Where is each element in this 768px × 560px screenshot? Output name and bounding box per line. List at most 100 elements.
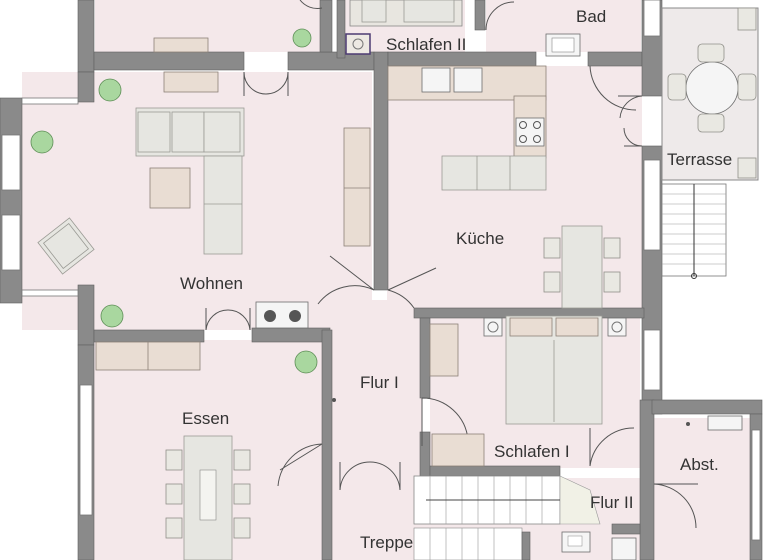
- door-swing: [653, 483, 698, 529]
- window: [643, 329, 661, 391]
- door-swing: [623, 127, 643, 147]
- cooktop-burner: [519, 121, 527, 129]
- wall: [251, 327, 331, 343]
- stairs: [413, 475, 637, 560]
- abst-furniture: [653, 415, 743, 529]
- nightstand: [483, 317, 503, 337]
- sofa-seat: [203, 111, 241, 153]
- cooktop-burner: [533, 135, 541, 143]
- terrace: [661, 7, 759, 279]
- wall: [651, 399, 763, 415]
- tv-sideboard: [343, 127, 371, 247]
- sideboard: [153, 37, 209, 53]
- window: [79, 384, 93, 516]
- pillow: [509, 317, 553, 337]
- stove-burner: [264, 310, 276, 322]
- flur-i-furniture: [277, 255, 469, 491]
- room-label-terrasse: Terrasse: [667, 150, 732, 169]
- light-switch: [686, 422, 690, 426]
- wall: [521, 531, 531, 560]
- stair-arrow-start: [691, 273, 697, 279]
- sink: [453, 67, 483, 93]
- door-swing: [227, 308, 251, 331]
- wall: [77, 71, 95, 103]
- wall: [93, 51, 245, 71]
- staircase-lower: [413, 527, 523, 560]
- door-swing: [277, 443, 323, 487]
- schlafen-i-furniture: [429, 315, 635, 467]
- wall: [639, 399, 655, 560]
- sofa-seat: [137, 111, 171, 153]
- sink-basin: [567, 535, 583, 547]
- armchair-seat: [42, 222, 90, 270]
- wall: [373, 51, 389, 291]
- wall: [93, 329, 205, 343]
- terrace-plant-box: [737, 7, 757, 31]
- chair: [543, 271, 561, 293]
- wall: [0, 97, 23, 304]
- door-swing: [589, 427, 635, 467]
- sofa-chaise: [203, 155, 243, 255]
- door-swing: [618, 95, 643, 119]
- door-swing: [317, 255, 375, 305]
- plant: [30, 130, 54, 154]
- pillow: [361, 0, 387, 23]
- door-swing: [265, 71, 289, 96]
- wall: [474, 0, 486, 31]
- terrace-plant-box: [737, 157, 757, 179]
- wall: [319, 0, 333, 53]
- window: [751, 429, 761, 541]
- room-label-treppe: Treppe: [360, 533, 413, 552]
- lamp: [487, 321, 499, 333]
- nightstand: [607, 317, 627, 337]
- plant: [100, 304, 124, 328]
- terrace-stairs: [661, 183, 727, 279]
- window: [643, 0, 661, 37]
- wall: [387, 51, 537, 67]
- room-label-essen: Essen: [182, 409, 229, 428]
- room-label-kueche: Küche: [456, 229, 504, 248]
- door-swing: [339, 461, 371, 491]
- door-swing: [243, 71, 267, 96]
- chair: [165, 517, 183, 539]
- room-label-flur-ii: Flur II: [590, 493, 633, 512]
- toilet: [611, 537, 637, 560]
- wall: [77, 284, 95, 346]
- window: [643, 159, 661, 251]
- sink-basin: [551, 37, 575, 53]
- door-swing: [485, 1, 515, 31]
- cooktop-burner: [533, 121, 541, 129]
- sofa-seat: [171, 111, 205, 153]
- plant: [98, 78, 122, 102]
- chair: [233, 449, 251, 471]
- stair-landing: [559, 475, 601, 525]
- terrace-chair: [667, 73, 687, 101]
- bad-furniture: [485, 1, 637, 111]
- shelf: [707, 415, 743, 431]
- plant: [292, 28, 312, 48]
- terrace-chair: [697, 43, 725, 63]
- cooktop-burner: [519, 135, 527, 143]
- windows: [1, 0, 761, 541]
- stove-burner: [289, 310, 301, 322]
- room-label-flur-i: Flur I: [360, 373, 399, 392]
- light-switch: [332, 398, 336, 402]
- wall: [321, 329, 333, 560]
- chair: [603, 271, 621, 293]
- sofa: [135, 107, 245, 255]
- wall: [429, 465, 561, 477]
- chair: [233, 483, 251, 505]
- window: [1, 214, 21, 271]
- door-swing: [369, 461, 401, 491]
- double-door: [205, 308, 251, 331]
- lamp: [352, 38, 364, 50]
- window: [21, 97, 79, 105]
- window: [1, 134, 21, 191]
- terrace-round-table: [685, 61, 739, 115]
- room-labels: Bad Schlafen II Terrasse Wohnen Küche Fl…: [180, 7, 732, 552]
- schlafen-ii-furniture: [345, 0, 463, 55]
- plant: [294, 350, 318, 374]
- lamp: [611, 321, 623, 333]
- shelf: [163, 71, 219, 93]
